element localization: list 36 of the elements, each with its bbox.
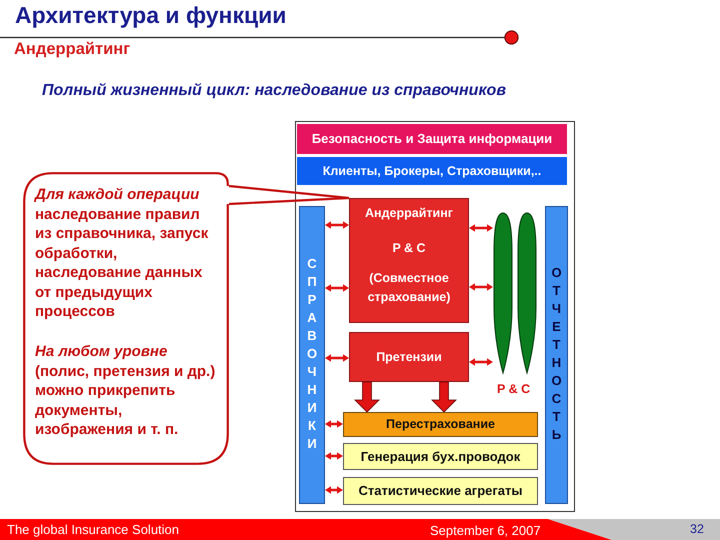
heading-text: Полный жизненный цикл: наследование из справочников xyxy=(42,81,506,100)
double-arrow xyxy=(325,420,343,428)
callout-text: Для каждой операции наследование правил из справочника, запуск обработки, наследование данных от предыдущих процессов xyxy=(35,185,210,322)
double-arrow xyxy=(325,284,349,292)
reporting-bar xyxy=(545,206,568,504)
claims-box: Претензии xyxy=(349,332,469,382)
double-arrow xyxy=(469,283,493,291)
series-label: P & C xyxy=(497,382,530,397)
clients-banner: Клиенты, Брокеры, Страховщики,.. xyxy=(297,157,567,185)
directory-bar xyxy=(299,206,325,504)
reporting-label: ОТЧЕТНОСТЬ xyxy=(550,265,563,445)
slide-title: Архитектура и функции xyxy=(15,2,286,29)
double-arrow xyxy=(325,354,349,362)
double-arrow xyxy=(469,224,493,232)
footer-date: September 6, 2007 xyxy=(430,523,541,539)
accounting-bar: Генерация бух.проводок xyxy=(343,443,538,470)
double-arrow xyxy=(325,486,343,494)
callout-text: На любом уровне (полис, претензия и др.) можно прикрепить документы, изображения и т. п. xyxy=(35,342,216,440)
security-banner: Безопасность и Защита информации xyxy=(297,124,567,154)
underwriting-box xyxy=(349,198,469,323)
callout-pointer xyxy=(228,184,350,206)
statistics-bar: Статистические агрегаты xyxy=(343,477,538,505)
page-number: 32 xyxy=(690,522,704,537)
reinsurance-bar: Перестрахование xyxy=(343,412,538,437)
module-subtitle: P & C xyxy=(392,240,426,257)
double-arrow xyxy=(469,358,493,366)
block-arrow xyxy=(354,382,380,413)
footer-text: The global Insurance Solution xyxy=(7,522,180,538)
double-arrow xyxy=(325,221,349,229)
module-title: Андеррайтинг xyxy=(365,205,453,222)
speech-bubble xyxy=(23,172,229,465)
module-note: (Совместное страхование) xyxy=(366,270,452,306)
double-arrow xyxy=(325,452,343,460)
subtitle-text: Андеррайтинг xyxy=(14,40,130,60)
directory-label: СПРАВОЧНИКИ xyxy=(306,256,318,454)
block-arrow xyxy=(431,382,457,413)
